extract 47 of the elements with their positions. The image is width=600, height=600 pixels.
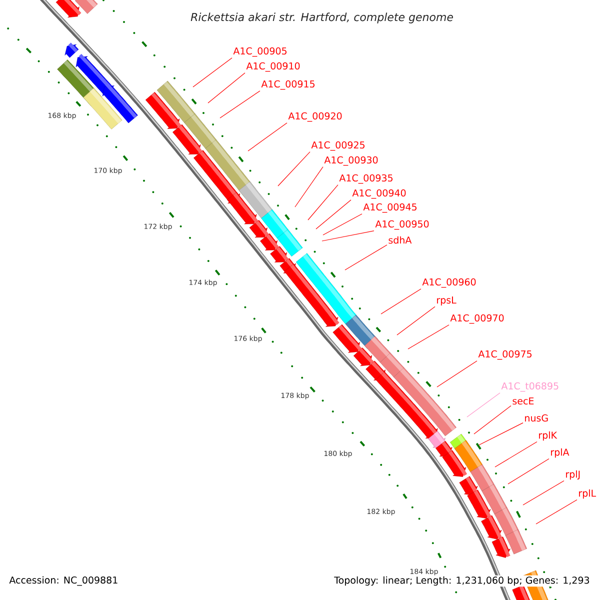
gene-label: A1C_00905 (233, 47, 287, 57)
leader-line (478, 422, 524, 446)
footer-text: Topology: linear; Length: 1,231,060 bp; Genes: 1,293 (333, 575, 591, 587)
gene-label: A1C_00970 (450, 314, 504, 324)
leader-line (308, 184, 338, 220)
gene-label: rplK (539, 431, 558, 441)
gene-label: A1C_00975 (478, 350, 532, 360)
leader-line (536, 500, 578, 524)
leader-line (278, 152, 310, 186)
gene-label: A1C_00920 (288, 112, 342, 122)
leader-line (494, 442, 538, 468)
gene-label: secE (512, 397, 534, 405)
leader-line (508, 458, 550, 484)
leader-line (380, 288, 422, 314)
leader-line (522, 480, 564, 506)
leader-line (316, 200, 352, 230)
gene-label: A1C_00960 (422, 278, 476, 288)
leader-line (248, 122, 288, 152)
leader-line (474, 405, 512, 434)
leader-line (208, 72, 246, 104)
footer-text: Accession: NC_009881 (8, 575, 120, 587)
gene-label: rplA (551, 448, 570, 458)
gene-label: A1C_00910 (246, 62, 300, 72)
gene-label: sdhA (388, 236, 412, 244)
gene-label: A1C_00925 (311, 141, 365, 151)
gene-label: A1C_00950 (375, 220, 429, 230)
leader-line (408, 324, 450, 350)
leader-line (436, 360, 478, 388)
gene-label: A1C_t06895 (501, 382, 558, 392)
gene-label: rplJ (566, 470, 580, 480)
leader-line (220, 90, 260, 118)
gene-label: A1C_00930 (324, 156, 378, 166)
gene-label: rpsL (437, 296, 456, 306)
gene-label: A1C_00940 (352, 189, 406, 199)
leader-line (396, 306, 436, 336)
leader-line (466, 392, 500, 418)
leader-line (344, 244, 388, 270)
gene-label: A1C_00935 (339, 174, 393, 184)
leader-line (294, 166, 324, 208)
gene-label: nusG (525, 414, 548, 422)
map-title: Rickettsia akari str. Hartford, complete genome (190, 12, 453, 24)
leader-line (322, 230, 374, 242)
leader-line (192, 58, 232, 88)
gene-label: A1C_00945 (363, 203, 417, 213)
leader-line (322, 214, 362, 236)
gene-label: rplL (579, 489, 596, 499)
gene-label: A1C_00915 (261, 80, 315, 90)
